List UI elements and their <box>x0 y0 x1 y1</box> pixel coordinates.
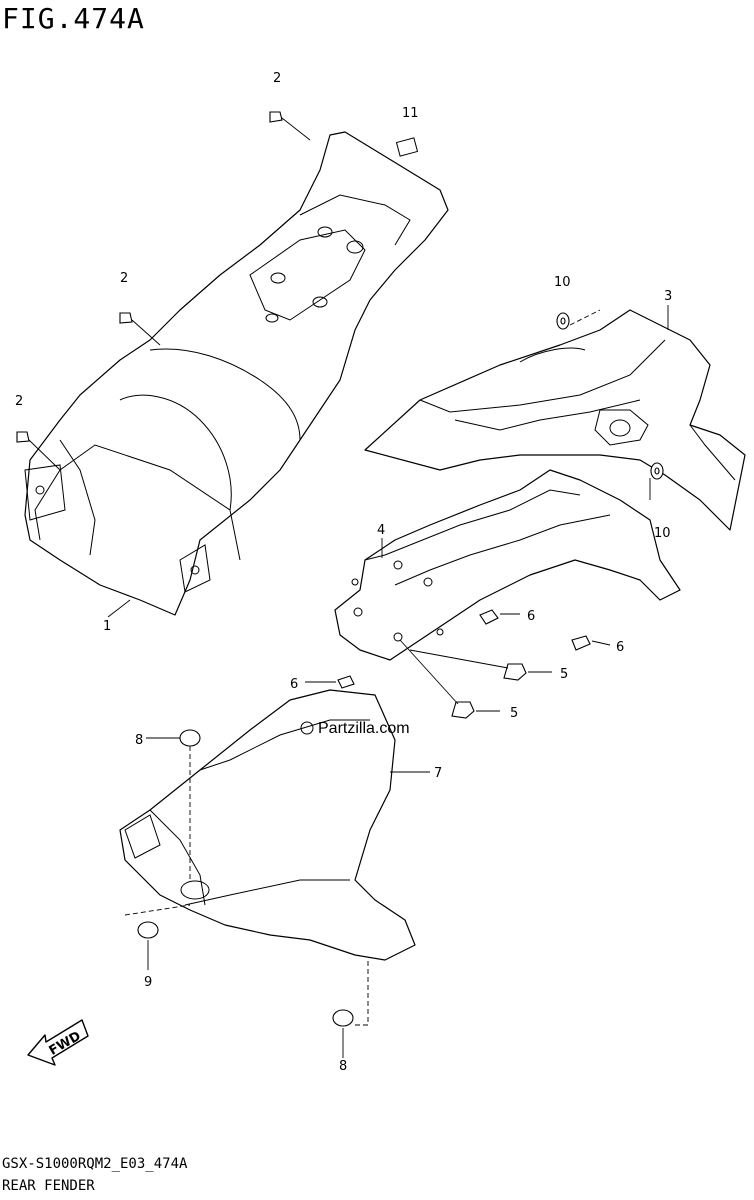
callout-5b[interactable]: 5 <box>510 706 518 721</box>
screw-2a[interactable] <box>269 111 311 141</box>
model-code: GSX-S1000RQM2_E03_474A <box>2 1156 188 1172</box>
callout-6c[interactable]: 6 <box>290 677 298 692</box>
part-7-hugger[interactable] <box>119 689 416 961</box>
partzilla-watermark: Partzilla.com <box>300 720 410 737</box>
bolt-8b[interactable] <box>332 960 369 1058</box>
bolt-8a[interactable] <box>146 729 201 880</box>
callout-8a[interactable]: 8 <box>135 733 143 748</box>
callout-2a[interactable]: 2 <box>273 71 281 86</box>
figure-title: FIG.474A <box>2 2 145 35</box>
callout-6a[interactable]: 6 <box>527 609 535 624</box>
screw-2c[interactable] <box>16 431 61 471</box>
screw-6a[interactable] <box>479 609 520 625</box>
screw-6b[interactable] <box>571 635 611 651</box>
callout-10a[interactable]: 10 <box>554 275 571 290</box>
screw-2b[interactable] <box>119 312 161 346</box>
bolt-9[interactable] <box>124 904 191 970</box>
callout-11[interactable]: 11 <box>402 106 419 121</box>
callout-8b[interactable]: 8 <box>339 1059 347 1074</box>
screw-6c[interactable] <box>305 675 355 689</box>
section-name: REAR FENDER <box>2 1178 95 1194</box>
washer-10b[interactable] <box>650 462 664 480</box>
callout-6b[interactable]: 6 <box>616 640 624 655</box>
watermark-text: Partzilla.com <box>318 720 410 737</box>
part-1-rear-fender-inner[interactable] <box>24 131 449 616</box>
nut-5a[interactable] <box>409 649 552 681</box>
washer-10a[interactable] <box>556 309 601 330</box>
nut-5b[interactable] <box>399 639 500 719</box>
callout-9[interactable]: 9 <box>144 975 152 990</box>
callout-2c[interactable]: 2 <box>15 394 23 409</box>
callout-4[interactable]: 4 <box>377 523 385 538</box>
callout-5a[interactable]: 5 <box>560 667 568 682</box>
fwd-arrow: FWD <box>27 1019 89 1066</box>
callout-7[interactable]: 7 <box>434 766 442 781</box>
callout-3[interactable]: 3 <box>664 289 672 304</box>
part-3-tail-cover[interactable] <box>364 309 746 531</box>
callout-2b[interactable]: 2 <box>120 271 128 286</box>
callout-1[interactable]: 1 <box>103 619 111 634</box>
part-4-fender-bracket[interactable] <box>334 469 681 661</box>
callout-10b[interactable]: 10 <box>654 526 671 541</box>
